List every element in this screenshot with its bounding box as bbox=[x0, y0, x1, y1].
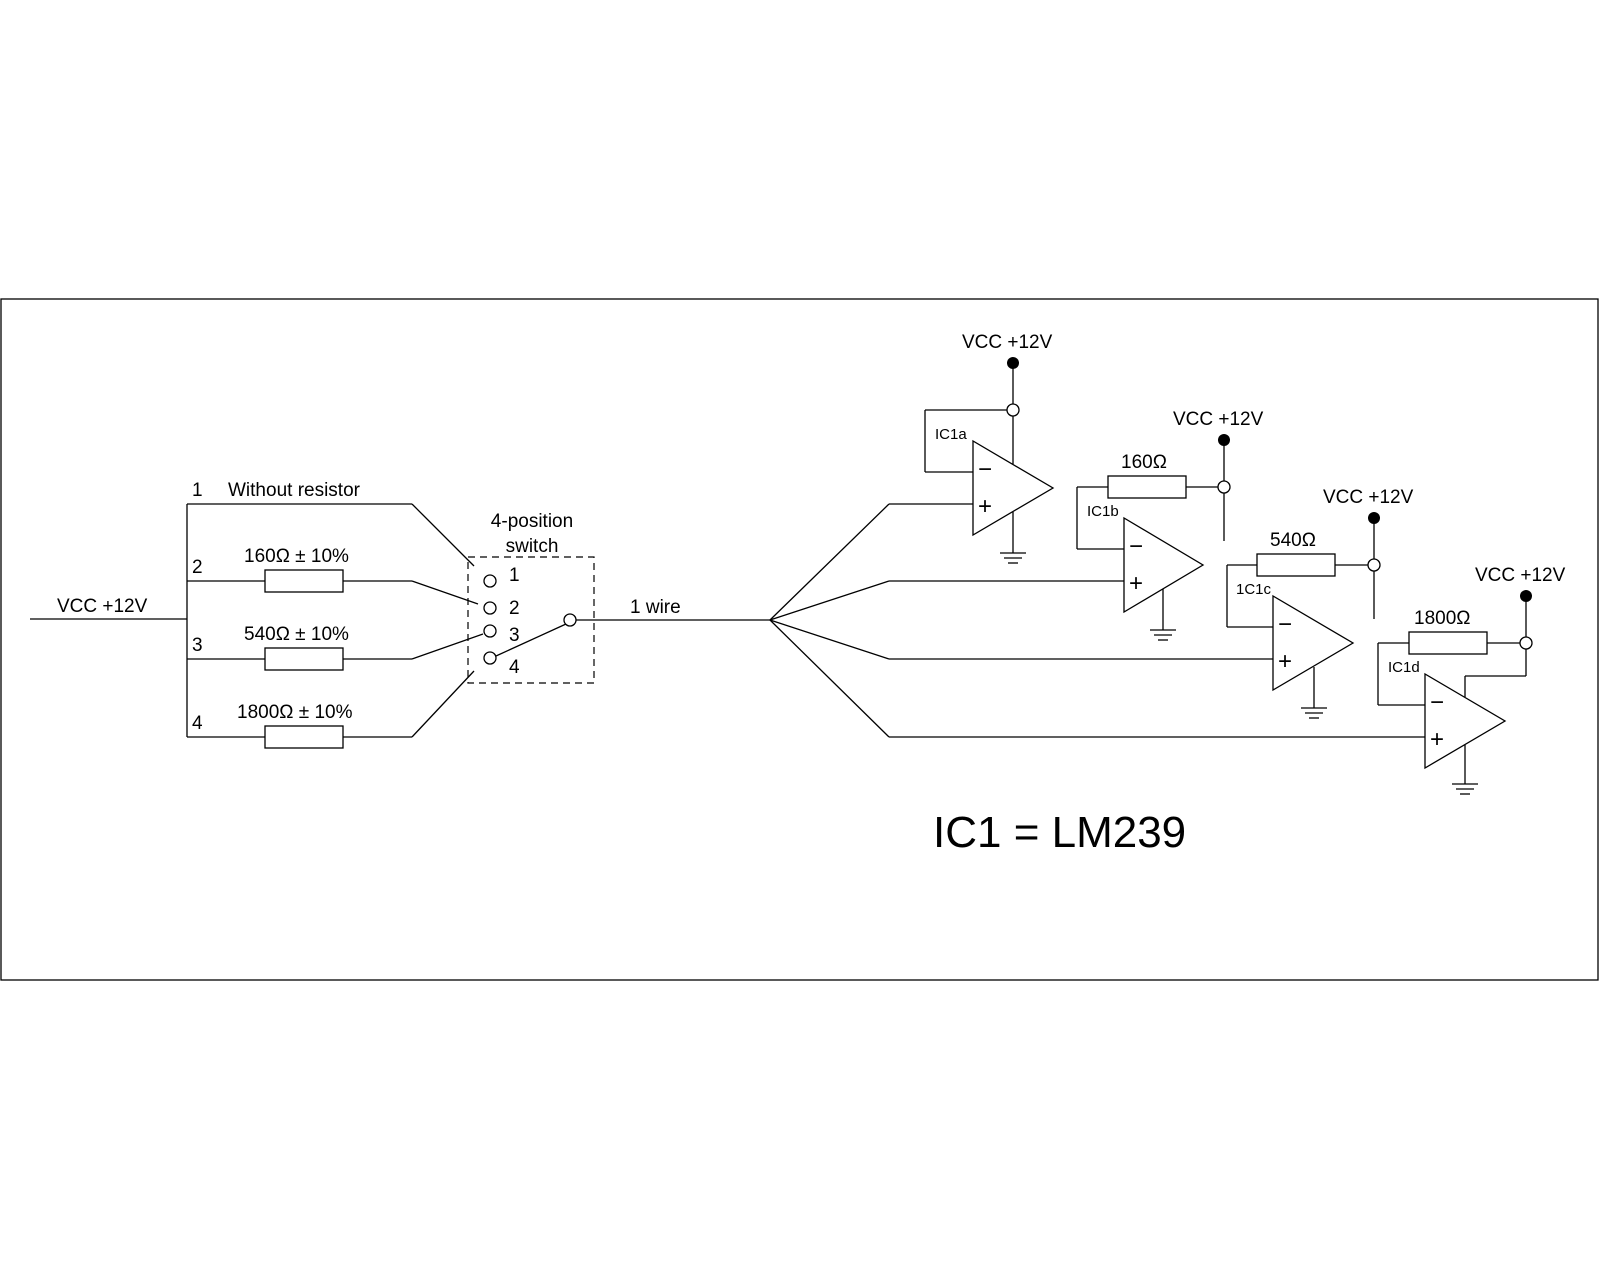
input-section: VCC +12V 1 Without resistor 2 160Ω ± 10%… bbox=[30, 480, 484, 749]
resistor-1800-ohm bbox=[264, 725, 344, 749]
ic-part-note: IC1 = LM239 bbox=[933, 808, 1186, 857]
ic1b-output-node bbox=[1217, 480, 1231, 494]
switch-position-3: 3 bbox=[509, 625, 520, 646]
ic1d-supply-label: VCC +12V bbox=[1475, 565, 1566, 586]
ic1d-minus-sign: − bbox=[1430, 689, 1444, 716]
ic1b-supply-terminal bbox=[1218, 434, 1230, 446]
ic1b-plus-sign: + bbox=[1129, 570, 1143, 597]
ic1d-output-node bbox=[1519, 636, 1533, 650]
comparator-ic1b: − + IC1b 160Ω VCC +12V bbox=[1076, 409, 1264, 641]
ic1b-feedback-resistor bbox=[1107, 475, 1187, 499]
ground-icon bbox=[1301, 707, 1327, 719]
ground-icon bbox=[1000, 552, 1026, 564]
resistor-540-ohm bbox=[264, 647, 344, 671]
switch-contact-4 bbox=[483, 651, 497, 665]
wire-label: 1 wire bbox=[630, 597, 681, 618]
ic1c-resistor-label: 540Ω bbox=[1270, 530, 1316, 551]
branch-1-number: 1 bbox=[192, 480, 203, 501]
ic1a-plus-sign: + bbox=[978, 493, 992, 520]
branch-2-label: 160Ω ± 10% bbox=[244, 546, 349, 567]
drawing-frame bbox=[0, 298, 1599, 981]
switch-position-4: 4 bbox=[509, 657, 520, 678]
comparator-ic1d: − + IC1d 1800Ω VCC +12V bbox=[1377, 565, 1566, 795]
ic1a-supply-label: VCC +12V bbox=[962, 332, 1053, 353]
branch-1-label: Without resistor bbox=[228, 480, 361, 501]
branch-3-label: 540Ω ± 10% bbox=[244, 624, 349, 645]
ic1b-supply-label: VCC +12V bbox=[1173, 409, 1264, 430]
ground-icon bbox=[1150, 629, 1176, 641]
ic1d-id: IC1d bbox=[1388, 659, 1420, 676]
switch-title-line2: switch bbox=[506, 536, 559, 557]
resistor-160-ohm bbox=[264, 569, 344, 593]
ic1c-supply-label: VCC +12V bbox=[1323, 487, 1414, 508]
switch-contact-3 bbox=[483, 624, 497, 638]
branch-2: 2 160Ω ± 10% bbox=[187, 546, 479, 605]
ic1c-plus-sign: + bbox=[1278, 648, 1292, 675]
ground-icon bbox=[1452, 783, 1478, 795]
ic1d-feedback-resistor bbox=[1408, 631, 1488, 655]
ic1c-output-node bbox=[1367, 558, 1381, 572]
switch-title-line1: 4-position bbox=[491, 511, 573, 532]
switch-contact-1 bbox=[483, 574, 497, 588]
comparator-ic1c: − + 1C1c 540Ω VCC +12V bbox=[1226, 487, 1414, 719]
ic1a-output-node bbox=[1006, 403, 1020, 417]
ic1b-id: IC1b bbox=[1087, 503, 1119, 520]
ic1c-id: 1C1c bbox=[1236, 581, 1272, 598]
ic1d-resistor-label: 1800Ω bbox=[1414, 608, 1470, 629]
ic1c-feedback-resistor bbox=[1256, 553, 1336, 577]
ic1d-plus-sign: + bbox=[1430, 726, 1444, 753]
ic1d-supply-terminal bbox=[1520, 590, 1532, 602]
branch-3: 3 540Ω ± 10% bbox=[187, 624, 484, 671]
switch-position-1: 1 bbox=[509, 565, 520, 586]
ic1b-minus-sign: − bbox=[1129, 533, 1143, 560]
ic1a-minus-sign: − bbox=[978, 456, 992, 483]
branch-3-number: 3 bbox=[192, 635, 203, 656]
comparator-ic1a: − + IC1a VCC +12V bbox=[924, 332, 1055, 564]
branch-4-label: 1800Ω ± 10% bbox=[237, 702, 353, 723]
ic1c-supply-terminal bbox=[1368, 512, 1380, 524]
switch-common-contact bbox=[563, 613, 577, 627]
four-position-switch: 4-position switch 1 2 3 4 bbox=[467, 511, 595, 684]
ic1a-id: IC1a bbox=[935, 426, 967, 443]
input-supply-label: VCC +12V bbox=[57, 596, 148, 617]
ic1b-resistor-label: 160Ω bbox=[1121, 452, 1167, 473]
branch-4: 4 1800Ω ± 10% bbox=[187, 670, 475, 749]
branch-1: 1 Without resistor bbox=[187, 480, 475, 567]
switch-contact-2 bbox=[483, 601, 497, 615]
signal-wire: 1 wire bbox=[576, 503, 1425, 738]
branch-2-number: 2 bbox=[192, 557, 203, 578]
ic1a-supply-terminal bbox=[1007, 357, 1019, 369]
switch-lever bbox=[495, 623, 567, 657]
branch-4-number: 4 bbox=[192, 713, 203, 734]
switch-position-2: 2 bbox=[509, 598, 520, 619]
ic1c-minus-sign: − bbox=[1278, 611, 1292, 638]
